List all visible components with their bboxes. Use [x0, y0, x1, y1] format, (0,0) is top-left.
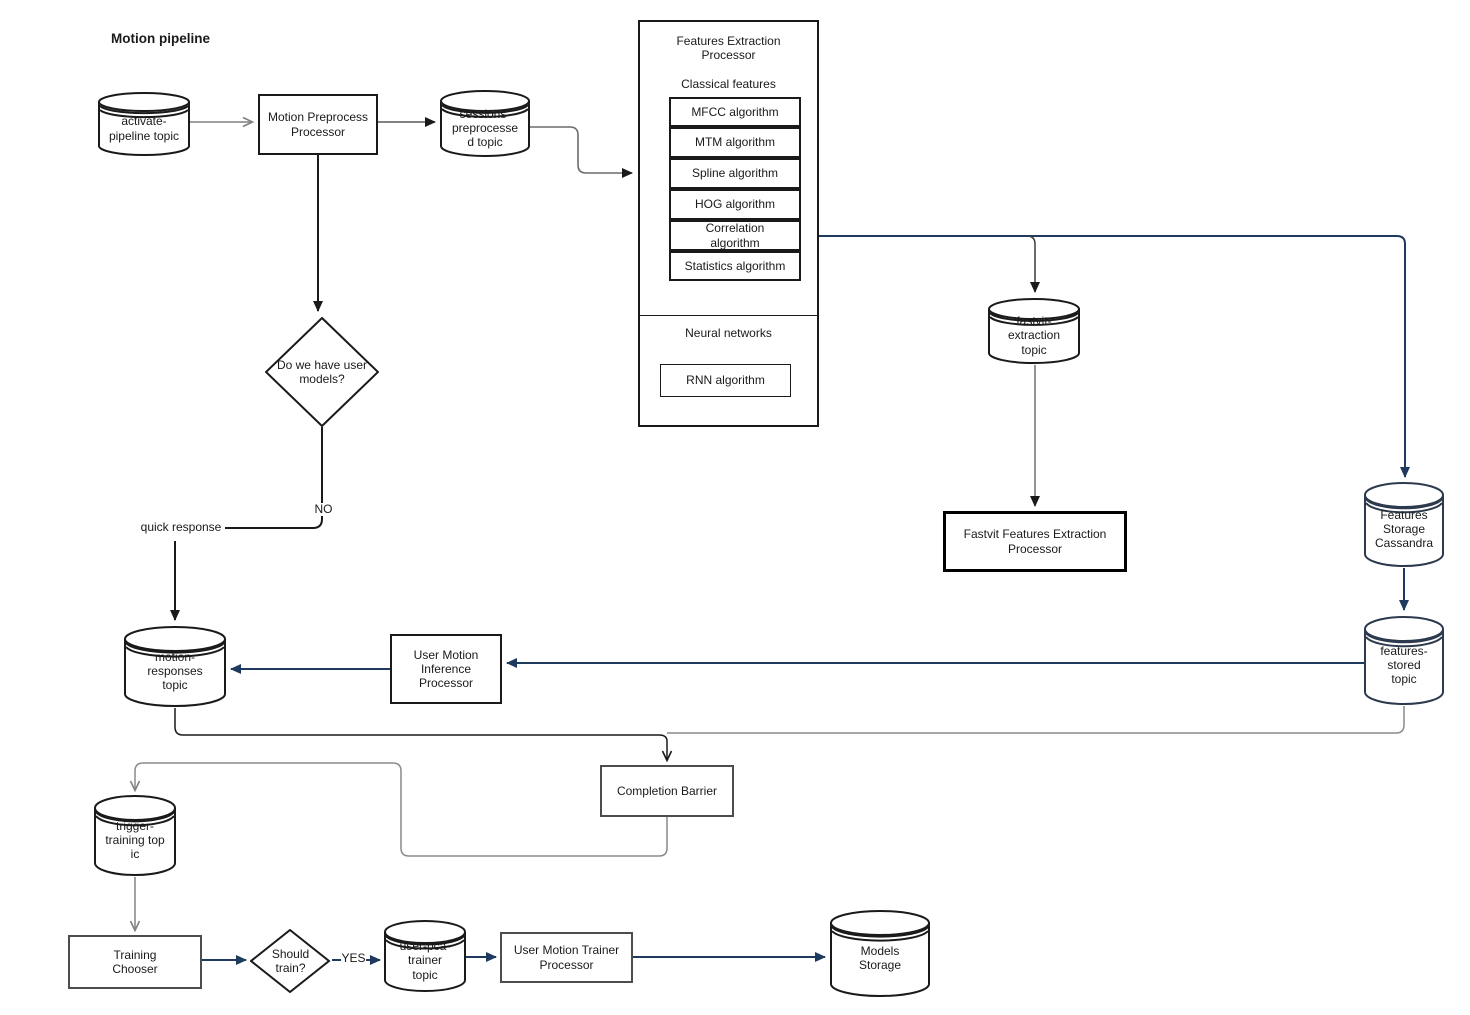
node-label: Models Storage [858, 943, 902, 972]
node-label: MTM algorithm [694, 135, 775, 150]
cylinder-shape [440, 90, 530, 157]
edge-label-yes: YES [341, 951, 366, 966]
edge-label-quick-response: quick response [137, 520, 225, 535]
node-label: Training Chooser [112, 947, 158, 976]
node-user-pca-trainer-topic: user-pca- trainer topic [384, 920, 466, 993]
diamond-shape [250, 929, 331, 993]
node-should-train-decision: Should train? [250, 929, 331, 993]
diamond-shape [265, 317, 379, 427]
node-label: HOG algorithm [694, 197, 776, 212]
node-user-motion-inference-processor: User Motion Inference Processor [390, 634, 502, 704]
node-features-storage-cassandra: Features Storage Cassandra [1364, 482, 1444, 568]
node-label: motion- responses topic [147, 649, 203, 693]
node-fastvit-features-extraction-processor: Fastvit Features Extraction Processor [943, 511, 1127, 572]
cylinder-shape [1364, 616, 1444, 705]
node-label: sessions- preprocesse d topic [451, 106, 519, 150]
node-user-motion-trainer-processor: User Motion Trainer Processor [500, 932, 633, 983]
node-label: fastvit- extraction topic [1007, 314, 1061, 357]
cylinder-shape [94, 795, 176, 876]
node-mtm-algorithm: MTM algorithm [669, 127, 801, 158]
node-hog-algorithm: HOG algorithm [669, 189, 801, 220]
cylinder-shape [988, 298, 1080, 364]
node-label: features- stored topic [1380, 643, 1428, 687]
node-label: Correlation algorithm [705, 221, 765, 250]
features-processor-divider [638, 315, 819, 316]
edge-features-stored-to-barrier [667, 706, 1405, 734]
node-label: Motion Preprocess Processor [267, 110, 369, 139]
edge-decision-no-to-quick-response [224, 427, 323, 529]
node-motion-responses-topic: motion- responses topic [124, 626, 226, 708]
node-label: Do we have user models? [276, 357, 368, 386]
features-processor-title: Features Extraction Processor [676, 34, 781, 62]
node-fastvit-extraction-topic: fastvit- extraction topic [988, 298, 1080, 365]
node-label: activate- pipeline topic [108, 114, 180, 143]
node-motion-preprocess-processor: Motion Preprocess Processor [258, 94, 378, 155]
cylinder-shape [384, 920, 466, 992]
node-features-stored-topic: features- stored topic [1364, 616, 1444, 706]
node-completion-barrier: Completion Barrier [600, 765, 734, 817]
edge-branch-to-fastvit-topic [1026, 235, 1040, 293]
node-label: User Motion Inference Processor [413, 647, 479, 691]
node-label: Features Storage Cassandra [1374, 507, 1434, 551]
edge-features-processor-to-cassandra [819, 235, 1410, 478]
node-label: Completion Barrier [616, 783, 718, 798]
edge-label-no: NO [310, 502, 337, 517]
cylinder-shape [1364, 482, 1444, 567]
page-title: Motion pipeline [111, 31, 210, 46]
node-label: trigger- training top ic [105, 818, 165, 862]
classical-features-heading: Classical features [681, 77, 776, 91]
edge-sessions-to-features-processor [530, 126, 633, 178]
node-label: Spline algorithm [691, 166, 779, 181]
node-rnn-algorithm: RNN algorithm [660, 364, 791, 397]
node-correlation-algorithm: Correlation algorithm [669, 220, 801, 251]
node-activate-pipeline-topic: activate- pipeline topic [98, 92, 190, 157]
node-label: Statistics algorithm [684, 258, 786, 273]
node-label: User Motion Trainer Processor [513, 943, 620, 972]
cylinder-shape [98, 92, 190, 156]
node-trigger-training-topic: trigger- training top ic [94, 795, 176, 877]
node-label: RNN algorithm [686, 373, 765, 388]
edge-barrier-to-trigger-training [129, 762, 668, 857]
cylinder-shape [124, 626, 226, 707]
node-models-storage: Models Storage [830, 910, 930, 998]
neural-networks-heading: Neural networks [685, 326, 772, 340]
node-user-models-decision: Do we have user models? [265, 317, 379, 427]
node-label: Should train? [271, 946, 310, 975]
node-statistics-algorithm: Statistics algorithm [669, 251, 801, 281]
node-spline-algorithm: Spline algorithm [669, 158, 801, 189]
node-training-chooser: Training Chooser [68, 935, 202, 989]
node-sessions-preprocessed-topic: sessions- preprocesse d topic [440, 90, 530, 158]
cylinder-shape [830, 910, 930, 997]
node-mfcc-algorithm: MFCC algorithm [669, 97, 801, 127]
edge-motion-responses-to-barrier [174, 708, 673, 763]
node-label: MFCC algorithm [691, 104, 779, 119]
node-label: user-pca- trainer topic [399, 939, 451, 982]
node-label: Fastvit Features Extraction Processor [963, 527, 1107, 556]
